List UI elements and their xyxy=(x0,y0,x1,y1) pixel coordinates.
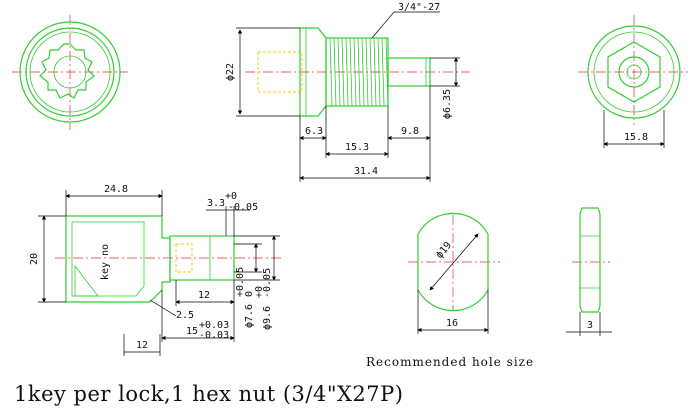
dim-31-4-text: 31.4 xyxy=(354,166,378,177)
thread-line xyxy=(353,37,357,107)
dim-9-6-tol-plus: +0 xyxy=(254,286,265,298)
dim-9-8-text: 9.8 xyxy=(401,126,419,137)
dim-3-3-tol-plus: +0 xyxy=(225,191,237,202)
hole-size-caption: Recommended hole size xyxy=(366,355,535,369)
dim-16-text: 16 xyxy=(446,318,458,329)
dim-12-b-text: 12 xyxy=(136,340,148,351)
thread-callout: 3/4"-27 xyxy=(398,2,440,13)
thread-line xyxy=(385,37,389,107)
hole-view: ϕ19 16 xyxy=(408,212,500,334)
right-pin-inner xyxy=(626,64,642,80)
dim-12-a-text: 12 xyxy=(198,290,210,301)
side-hidden-keyway xyxy=(257,51,303,93)
right-ring-circle xyxy=(593,31,675,113)
key-view: key no 24.8 20 3.3 +0 -0.05 12 15 +0.03 … xyxy=(29,184,282,356)
dim-6-3-text: 6.3 xyxy=(305,126,323,137)
side-pin xyxy=(387,57,431,87)
front-core-circle xyxy=(53,55,87,89)
footer-note: 1key per lock,1 hex nut (3/4"X27P) xyxy=(14,382,404,406)
thread-line xyxy=(329,37,333,107)
key-shank xyxy=(169,235,235,281)
thread-line xyxy=(361,37,365,107)
thread-line xyxy=(341,37,345,107)
thread-line xyxy=(357,37,361,107)
front-inner-ring xyxy=(29,31,111,113)
key-shank-hidden xyxy=(175,243,193,273)
nut-outline xyxy=(579,207,601,313)
front-outer-circle xyxy=(19,21,121,123)
thread-leader xyxy=(371,11,395,39)
thread-line xyxy=(365,37,369,107)
dim-dia635-text: ϕ6.35 xyxy=(442,89,453,119)
dim-20-text: 20 xyxy=(29,253,40,265)
right-hex xyxy=(607,41,661,103)
side-view: ϕ22 ϕ6.35 3/4"-27 6.3 9.8 15.3 31.4 xyxy=(225,2,470,182)
dim-7-6-tol-minus: 0 xyxy=(244,291,255,297)
right-outer-circle xyxy=(587,25,681,119)
dim-24-8-text: 24.8 xyxy=(104,184,128,195)
front-view xyxy=(12,15,128,130)
nut-view: 3 xyxy=(566,207,612,336)
front-spline-cylinder xyxy=(39,43,95,99)
thread-line xyxy=(373,37,377,107)
dim-9-6-text: ϕ9.6 xyxy=(262,306,273,330)
dim-7-6-text: ϕ7.6 xyxy=(244,304,255,328)
dim-15-tol-plus: +0.03 xyxy=(199,320,229,331)
thread-line xyxy=(333,37,337,107)
dim-line-dia19 xyxy=(429,233,479,291)
right-view: 15.8 xyxy=(578,15,688,148)
small-label: 2.5 xyxy=(176,310,194,321)
key-grip-notch xyxy=(74,264,99,297)
dim-dia19-text: ϕ19 xyxy=(434,240,454,261)
key-engraving: key no xyxy=(100,244,111,280)
key-bow-inner xyxy=(71,221,145,297)
dim-3-text: 3 xyxy=(587,320,593,331)
thread-line xyxy=(337,37,341,107)
dim-15-text: 15 xyxy=(186,326,198,337)
dim-15-3-text: 15.3 xyxy=(345,142,369,153)
dim-9-6-tol-minus: -0.05 xyxy=(262,268,273,298)
thread-line xyxy=(381,37,385,107)
thread-line xyxy=(349,37,353,107)
dim-7-6-tol-plus: +0.05 xyxy=(235,267,246,297)
leader-small xyxy=(149,299,177,317)
key-bow xyxy=(65,215,171,303)
right-pin-circle xyxy=(618,56,650,88)
thread-line xyxy=(345,37,349,107)
thread-line xyxy=(369,37,373,107)
thread-line xyxy=(377,37,381,107)
dim-3-3-text: 3.3 xyxy=(207,198,225,209)
side-thread-lines xyxy=(329,37,389,107)
dim-15-8-text: 15.8 xyxy=(624,132,648,143)
dim-15-tol-minus: -0.03 xyxy=(199,330,229,341)
dim-dia22-text: ϕ22 xyxy=(225,63,236,81)
dim-3-3-tol-minus: -0.05 xyxy=(228,202,258,213)
front-ring-circle xyxy=(25,27,115,117)
